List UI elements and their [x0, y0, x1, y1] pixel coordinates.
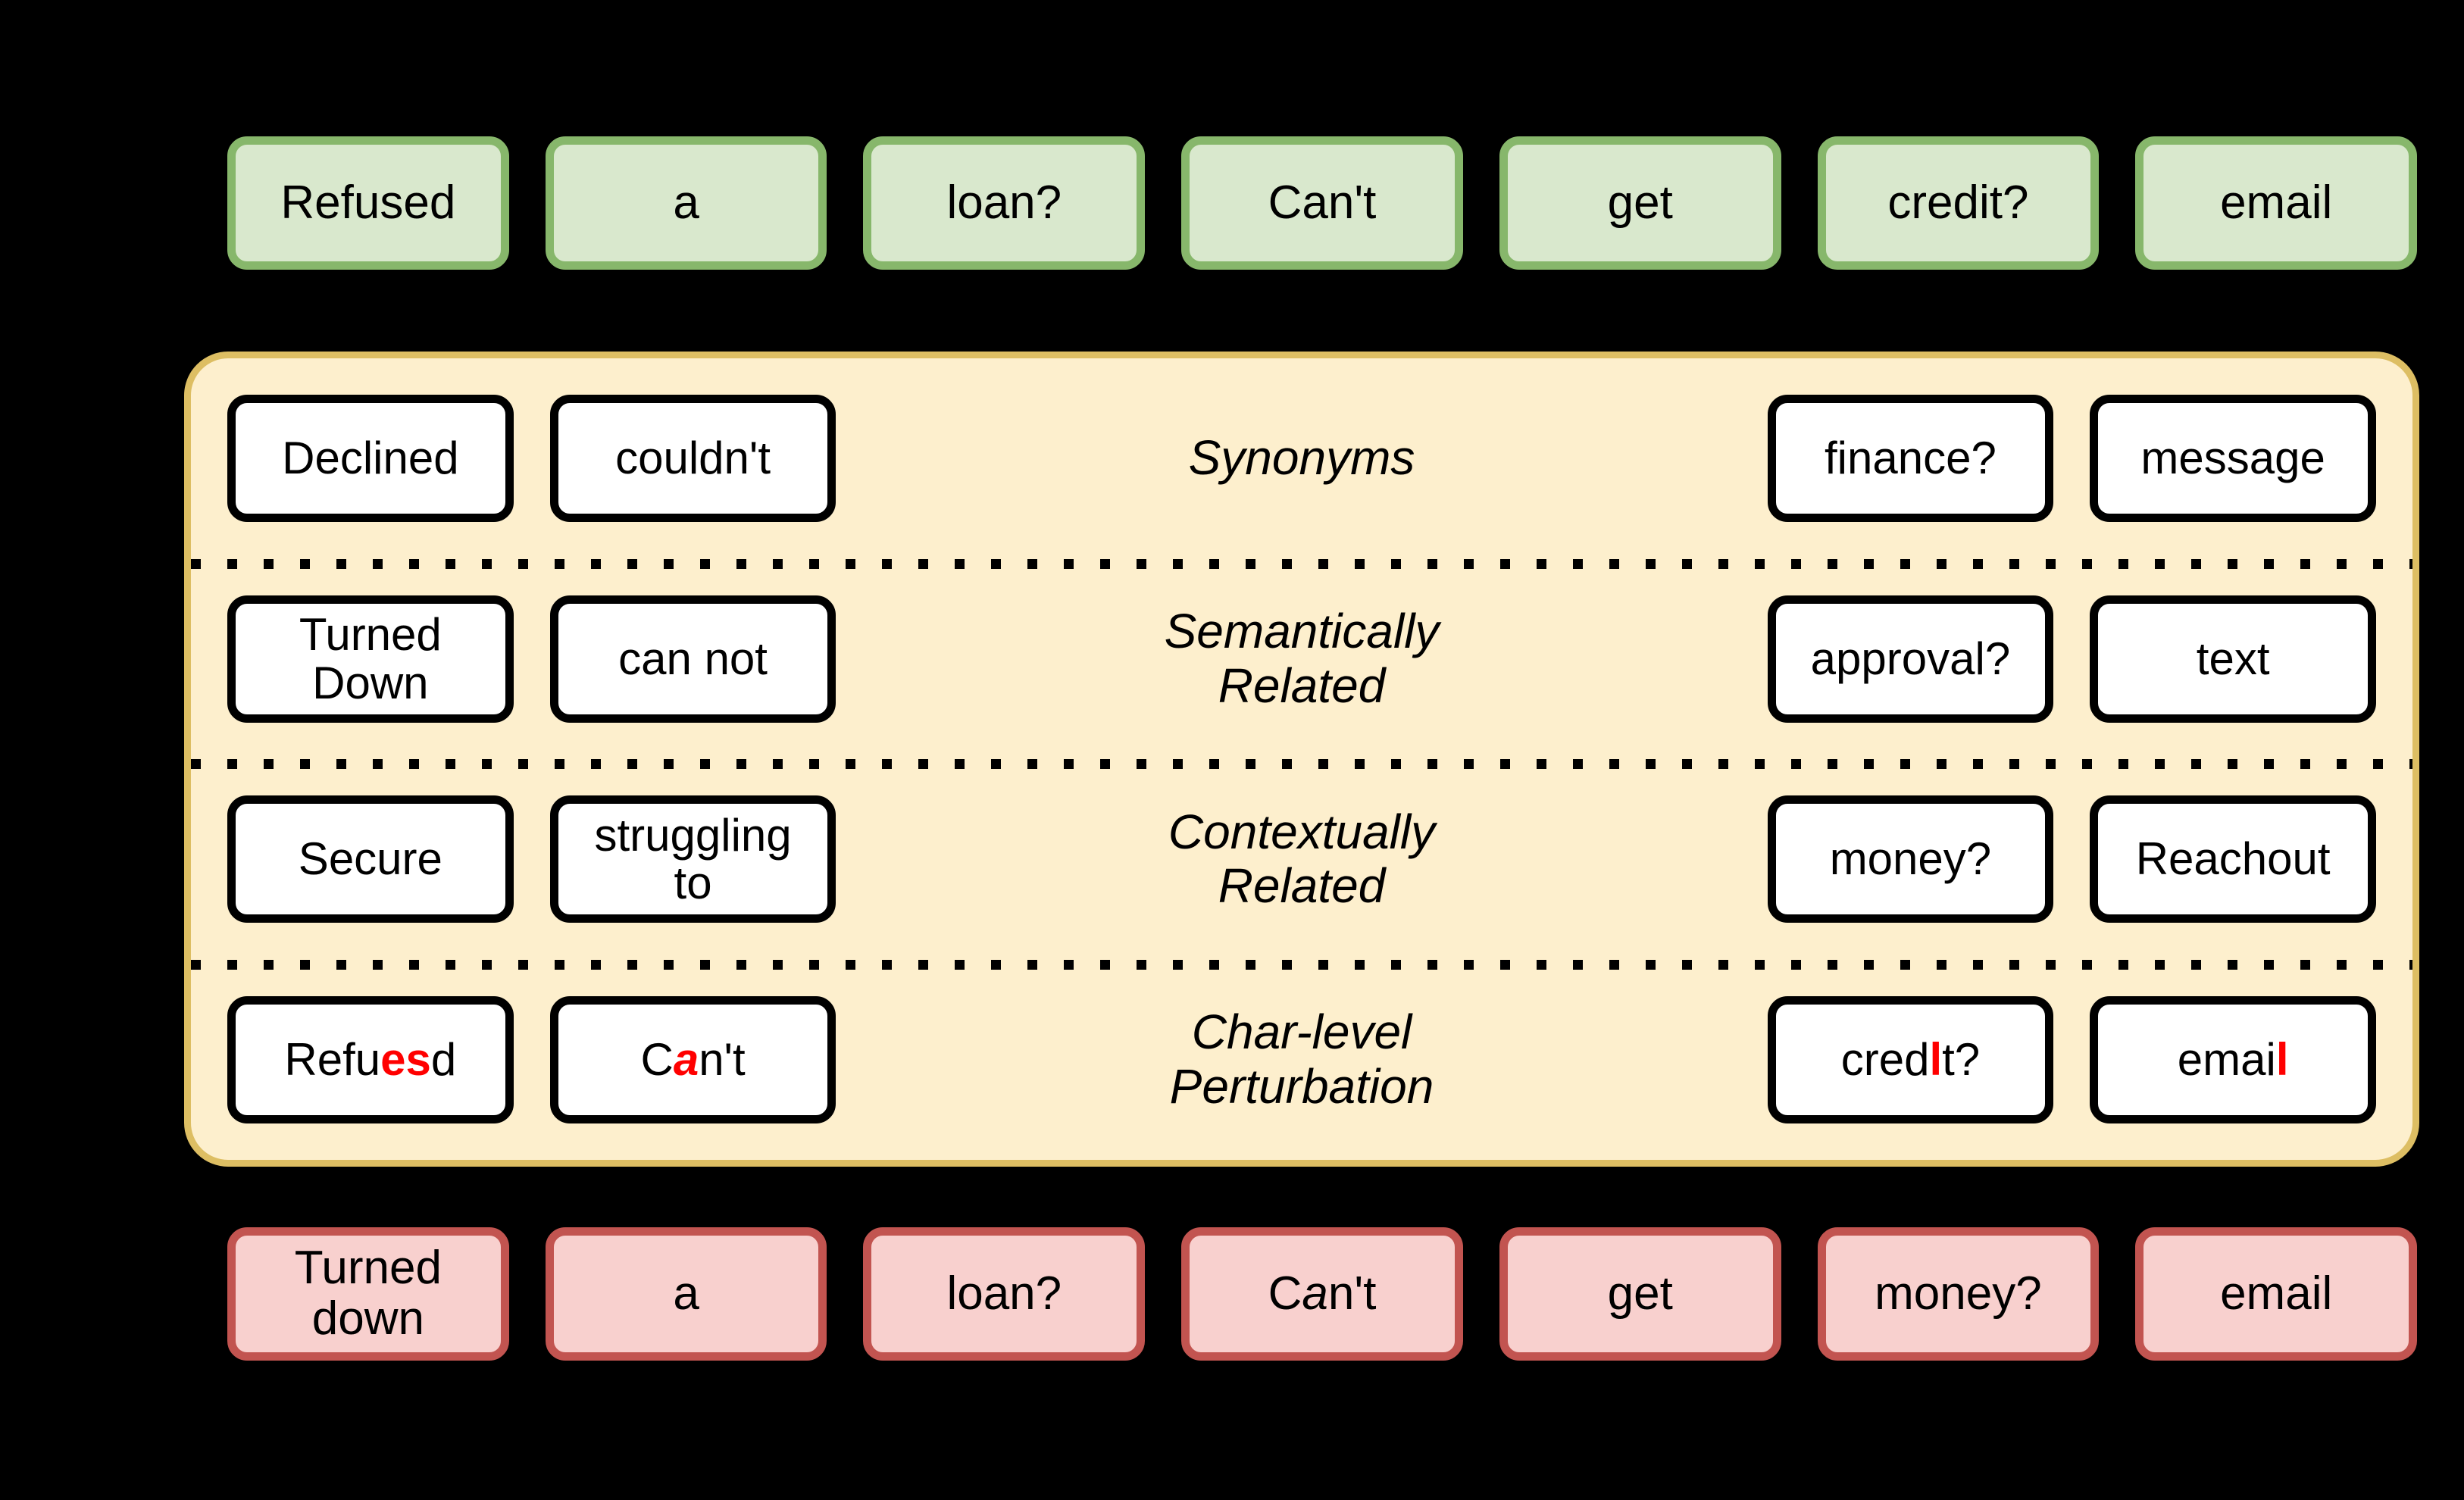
candidate-cell: couldn't — [549, 395, 836, 523]
token-text-segment: cred — [1840, 1033, 1930, 1085]
token-cell: get — [1499, 136, 1781, 270]
candidate-cell: Declined — [227, 395, 514, 523]
token-text-segment: C — [1268, 1267, 1302, 1320]
candidate-cell: Secure — [227, 795, 514, 923]
original-token-6[interactable]: credit? — [1817, 136, 2100, 270]
token-text-segment: Refu — [284, 1033, 381, 1085]
candidate-cell: finance? — [1767, 395, 2054, 523]
token-text-segment: t? — [1942, 1033, 1981, 1085]
candidate-token-3-4[interactable]: money? — [1767, 795, 2054, 923]
token-cell: loan? — [863, 136, 1146, 270]
token-cell: a — [545, 1227, 827, 1361]
token-cell: loan? — [863, 1227, 1146, 1361]
original-token-3[interactable]: loan? — [863, 136, 1146, 270]
token-text-segment: d — [430, 1033, 457, 1085]
candidate-cell: message — [2090, 395, 2377, 523]
token-cell: credit? — [1817, 136, 2100, 270]
adversarial-token-5[interactable]: get — [1499, 1227, 1781, 1361]
original-token-5[interactable]: get — [1499, 136, 1781, 270]
candidate-token-1-1[interactable]: Declined — [227, 395, 514, 523]
token-text-segment: C — [640, 1033, 674, 1085]
candidate-cell: text — [2090, 595, 2377, 723]
perturbed-char: l — [2275, 1033, 2289, 1085]
token-cell: money? — [1817, 1227, 2100, 1361]
candidate-token-1-5[interactable]: message — [2090, 395, 2377, 523]
candidate-cell: money? — [1767, 795, 2054, 923]
original-token-1[interactable]: Refused — [227, 136, 509, 270]
token-cell: a — [545, 136, 827, 270]
candidate-token-2-4[interactable]: approval? — [1767, 595, 2054, 723]
candidate-cell: can not — [549, 595, 836, 723]
candidate-row-1: Declined couldn't Synonyms finance? message — [191, 358, 2412, 559]
adversarial-token-7[interactable]: email — [2135, 1227, 2418, 1361]
token-cell: Refused — [227, 136, 509, 270]
candidate-token-1-4[interactable]: finance? — [1767, 395, 2054, 523]
token-text-segment: emai — [2177, 1033, 2276, 1085]
candidate-cell: Reachout — [2090, 795, 2377, 923]
candidate-token-2-5[interactable]: text — [2090, 595, 2377, 723]
token-cell: get — [1499, 1227, 1781, 1361]
original-sentence-row: Refused a loan? Can't get credit? email — [227, 136, 2418, 270]
adversarial-token-2[interactable]: a — [545, 1227, 827, 1361]
candidate-cell: approval? — [1767, 595, 2054, 723]
token-text-segment: n't — [1327, 1267, 1377, 1320]
candidate-token-2-2[interactable]: can not — [549, 595, 836, 723]
perturbed-char: es — [380, 1033, 431, 1085]
candidate-token-1-2[interactable]: couldn't — [549, 395, 836, 523]
token-text-segment: n't — [699, 1033, 746, 1085]
candidate-token-3-1[interactable]: Secure — [227, 795, 514, 923]
adversarial-token-6[interactable]: money? — [1817, 1227, 2100, 1361]
token-cell: email — [2135, 1227, 2418, 1361]
perturbed-char: l — [1929, 1033, 1943, 1085]
perturbed-char: a — [1302, 1267, 1328, 1320]
original-token-4[interactable]: Can't — [1181, 136, 1463, 270]
token-cell: Can't — [1181, 136, 1463, 270]
adversarial-token-3[interactable]: loan? — [863, 1227, 1146, 1361]
perturbed-char: a — [673, 1033, 699, 1085]
candidate-category-label: Synonyms — [1188, 430, 1415, 486]
original-token-7[interactable]: email — [2135, 136, 2418, 270]
candidate-token-3-5[interactable]: Reachout — [2090, 795, 2377, 923]
original-token-2[interactable]: a — [545, 136, 827, 270]
token-cell: email — [2135, 136, 2418, 270]
